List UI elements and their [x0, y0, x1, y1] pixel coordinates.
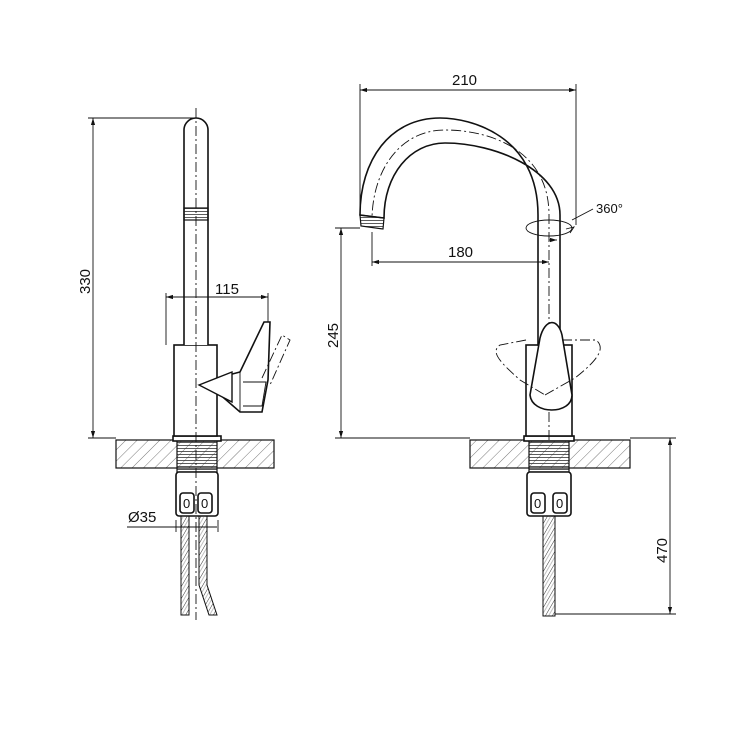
- side-shank: [176, 437, 218, 473]
- front-hose: [542, 515, 556, 617]
- front-shank: [528, 437, 570, 473]
- front-lever-left-position: [495, 339, 546, 396]
- dim-hose-470: 470: [555, 437, 676, 615]
- side-valve-mark-2: 0: [201, 496, 208, 511]
- dim-width-label: 210: [452, 72, 477, 89]
- front-lever-handle: [529, 321, 573, 411]
- dim-height-245: 245: [325, 227, 470, 439]
- dim-reach-180: 180: [371, 232, 549, 266]
- side-valve-mark-1: 0: [183, 496, 190, 511]
- side-hose-right: [198, 515, 218, 616]
- dim-rotation-label: 360°: [596, 201, 623, 216]
- dim-diameter-35: Ø35: [127, 509, 219, 532]
- front-aerator: [359, 214, 385, 230]
- dim-rotation-360: 360°: [571, 201, 623, 221]
- dim-height-label: 330: [77, 269, 94, 294]
- dim-spout-reach-label: 180: [448, 244, 473, 261]
- front-valve-mark-2: 0: [556, 496, 563, 511]
- front-view: 0 0 210 180: [325, 72, 676, 617]
- dim-spout-height-label: 245: [325, 323, 342, 348]
- front-valve-mark-1: 0: [534, 496, 541, 511]
- side-handle-raised: [261, 334, 291, 386]
- dim-reach-115: 115: [165, 281, 269, 345]
- dim-hose-length-label: 470: [654, 538, 671, 563]
- rotation-indicator: [525, 219, 573, 237]
- front-gooseneck-spout: [359, 117, 561, 346]
- dim-height-330: 330: [77, 117, 196, 439]
- dim-diameter-label: Ø35: [128, 509, 156, 526]
- dim-reach-label: 115: [215, 281, 239, 298]
- side-hose-left: [180, 515, 190, 616]
- side-view: 0 0 330 115: [77, 108, 291, 620]
- dim-width-210: 210: [359, 72, 577, 225]
